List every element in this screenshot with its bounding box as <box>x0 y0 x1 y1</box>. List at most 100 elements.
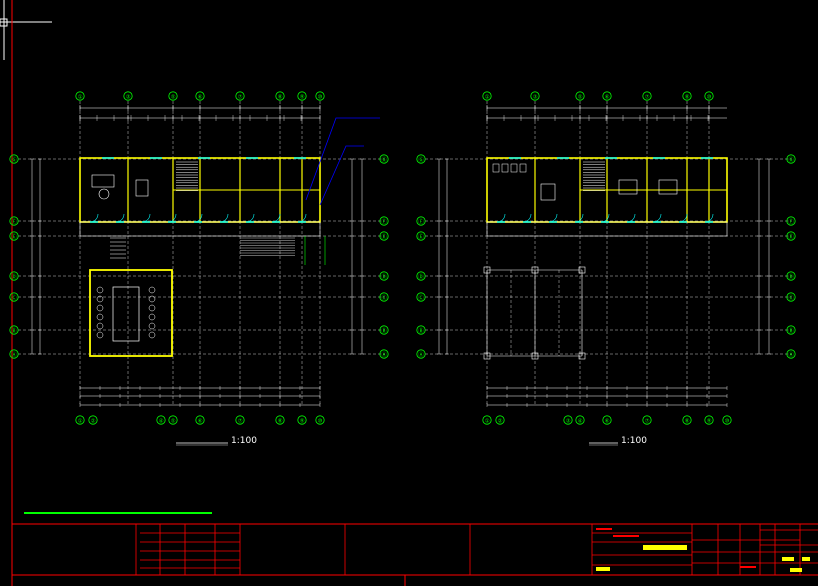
grid-bubble-right: Ⓒ <box>788 293 794 301</box>
grid-bubble-bottom: ⑤ <box>171 418 176 424</box>
grid-bubble-bottom-circle <box>88 415 98 425</box>
grid-bubble-top: ① <box>78 94 83 100</box>
grid-bubble-bottom: ⑦ <box>645 417 650 424</box>
grid-bubble-left-circle <box>9 271 19 281</box>
meeting-table <box>98 188 110 200</box>
grid-bubble-bottom-circle <box>275 415 285 425</box>
grid-bubble-top: ⑧ <box>278 94 283 100</box>
grid-bubble-top-circle <box>275 91 285 101</box>
grid-bubble-top-circle <box>75 91 85 101</box>
grid-bubble-bottom: ⑥ <box>605 418 610 424</box>
grid-bubble-top: ③ <box>126 94 131 100</box>
grid-bubble-left: Ⓓ <box>11 272 17 280</box>
grid-bubble-top-circle <box>704 91 714 101</box>
grid-bubble-left-circle <box>416 231 426 241</box>
grid-bubble-left: Ⓒ <box>11 293 17 301</box>
grid-bubble-right: Ⓔ <box>381 232 387 240</box>
grid-bubble-left-circle <box>416 349 426 359</box>
plan-right-scale-label: 1:100 <box>621 436 647 446</box>
grid-bubble-bottom-circle <box>575 415 585 425</box>
fixture <box>501 163 509 173</box>
grid-bubble-bottom: ⑧ <box>278 418 283 424</box>
chair <box>96 331 104 339</box>
grid-bubble-bottom: ① <box>78 418 83 424</box>
bed <box>540 183 556 201</box>
bed <box>618 179 638 195</box>
grid-bubble-right: Ⓑ <box>788 326 794 334</box>
conference-table <box>112 286 140 342</box>
chair <box>96 295 104 303</box>
annotation-leader <box>319 145 364 206</box>
door-swing <box>193 213 203 223</box>
grid-bubble-left-circle <box>416 271 426 281</box>
grid-bubble-top-circle <box>168 91 178 101</box>
grid-bubble-bottom: ⑨ <box>300 417 305 424</box>
grid-bubble-left: Ⓔ <box>418 232 424 240</box>
grid-bubble-right: Ⓔ <box>788 232 794 240</box>
column <box>578 352 586 360</box>
chair <box>148 322 156 330</box>
column <box>578 266 586 274</box>
grid-bubble-bottom: ② <box>498 417 503 424</box>
grid-bubble-top: ⑨ <box>300 93 305 100</box>
grid-bubble-left-circle <box>9 349 19 359</box>
grid-bubble-right: Ⓕ <box>788 217 794 225</box>
grid-bubble-right-circle <box>379 216 389 226</box>
grid-bubble-left: Ⓕ <box>11 217 17 225</box>
chair <box>96 286 104 294</box>
door-swing <box>271 213 281 223</box>
grid-bubble-right-circle <box>379 154 389 164</box>
grid-bubble-top-circle <box>575 91 585 101</box>
door-swing <box>115 213 125 223</box>
grid-bubble-right: Ⓐ <box>381 350 387 358</box>
door-swing <box>574 213 584 223</box>
grid-bubble-bottom: ⑩ <box>318 417 323 424</box>
grid-bubble-right-circle <box>786 231 796 241</box>
grid-bubble-top: ③ <box>533 94 538 100</box>
grid-bubble-top-circle <box>642 91 652 101</box>
grid-bubble-right: Ⓖ <box>381 155 387 163</box>
grid-bubble-top: ⑩ <box>318 93 323 100</box>
door-swing <box>496 213 506 223</box>
grid-bubble-left-circle <box>9 216 19 226</box>
grid-bubble-top-circle <box>602 91 612 101</box>
grid-bubble-right: Ⓖ <box>788 155 794 163</box>
column <box>483 266 491 274</box>
chair <box>96 322 104 330</box>
grid-bubble-left: Ⓐ <box>418 350 424 358</box>
plan-left-scale-label: 1:100 <box>231 436 257 446</box>
grid-bubble-bottom: ④ <box>578 418 583 424</box>
cursor-crosshair <box>0 0 52 60</box>
grid-bubble-top: ⑥ <box>605 94 610 100</box>
door-swing <box>141 213 151 223</box>
grid-bubble-right: Ⓐ <box>788 350 794 358</box>
grid-bubble-left-circle <box>416 325 426 335</box>
chair <box>96 313 104 321</box>
grid-bubble-left-circle <box>416 154 426 164</box>
grid-bubble-bottom: ③ <box>566 418 571 424</box>
grid-bubble-bottom-circle <box>156 415 166 425</box>
grid-bubble-left: Ⓑ <box>11 326 17 334</box>
grid-bubble-top-circle <box>195 91 205 101</box>
grid-bubble-bottom-circle <box>482 415 492 425</box>
desk <box>91 174 115 188</box>
door-swing <box>704 213 714 223</box>
grid-bubble-bottom: ⑥ <box>198 418 203 424</box>
grid-bubble-left: Ⓕ <box>418 217 424 225</box>
grid-bubble-bottom-circle <box>75 415 85 425</box>
grid-bubble-bottom: ① <box>485 418 490 424</box>
grid-bubble-left: Ⓔ <box>11 232 17 240</box>
grid-bubble-top-circle <box>315 91 325 101</box>
grid-bubble-right: Ⓒ <box>381 293 387 301</box>
grid-bubble-right-circle <box>379 292 389 302</box>
grid-bubble-left-circle <box>9 292 19 302</box>
fixture <box>519 163 527 173</box>
grid-bubble-top-circle <box>530 91 540 101</box>
grid-bubble-right-circle <box>379 271 389 281</box>
grid-bubble-top: ⑦ <box>645 93 650 100</box>
grid-bubble-right: Ⓓ <box>788 272 794 280</box>
annotation-leader <box>305 117 380 201</box>
